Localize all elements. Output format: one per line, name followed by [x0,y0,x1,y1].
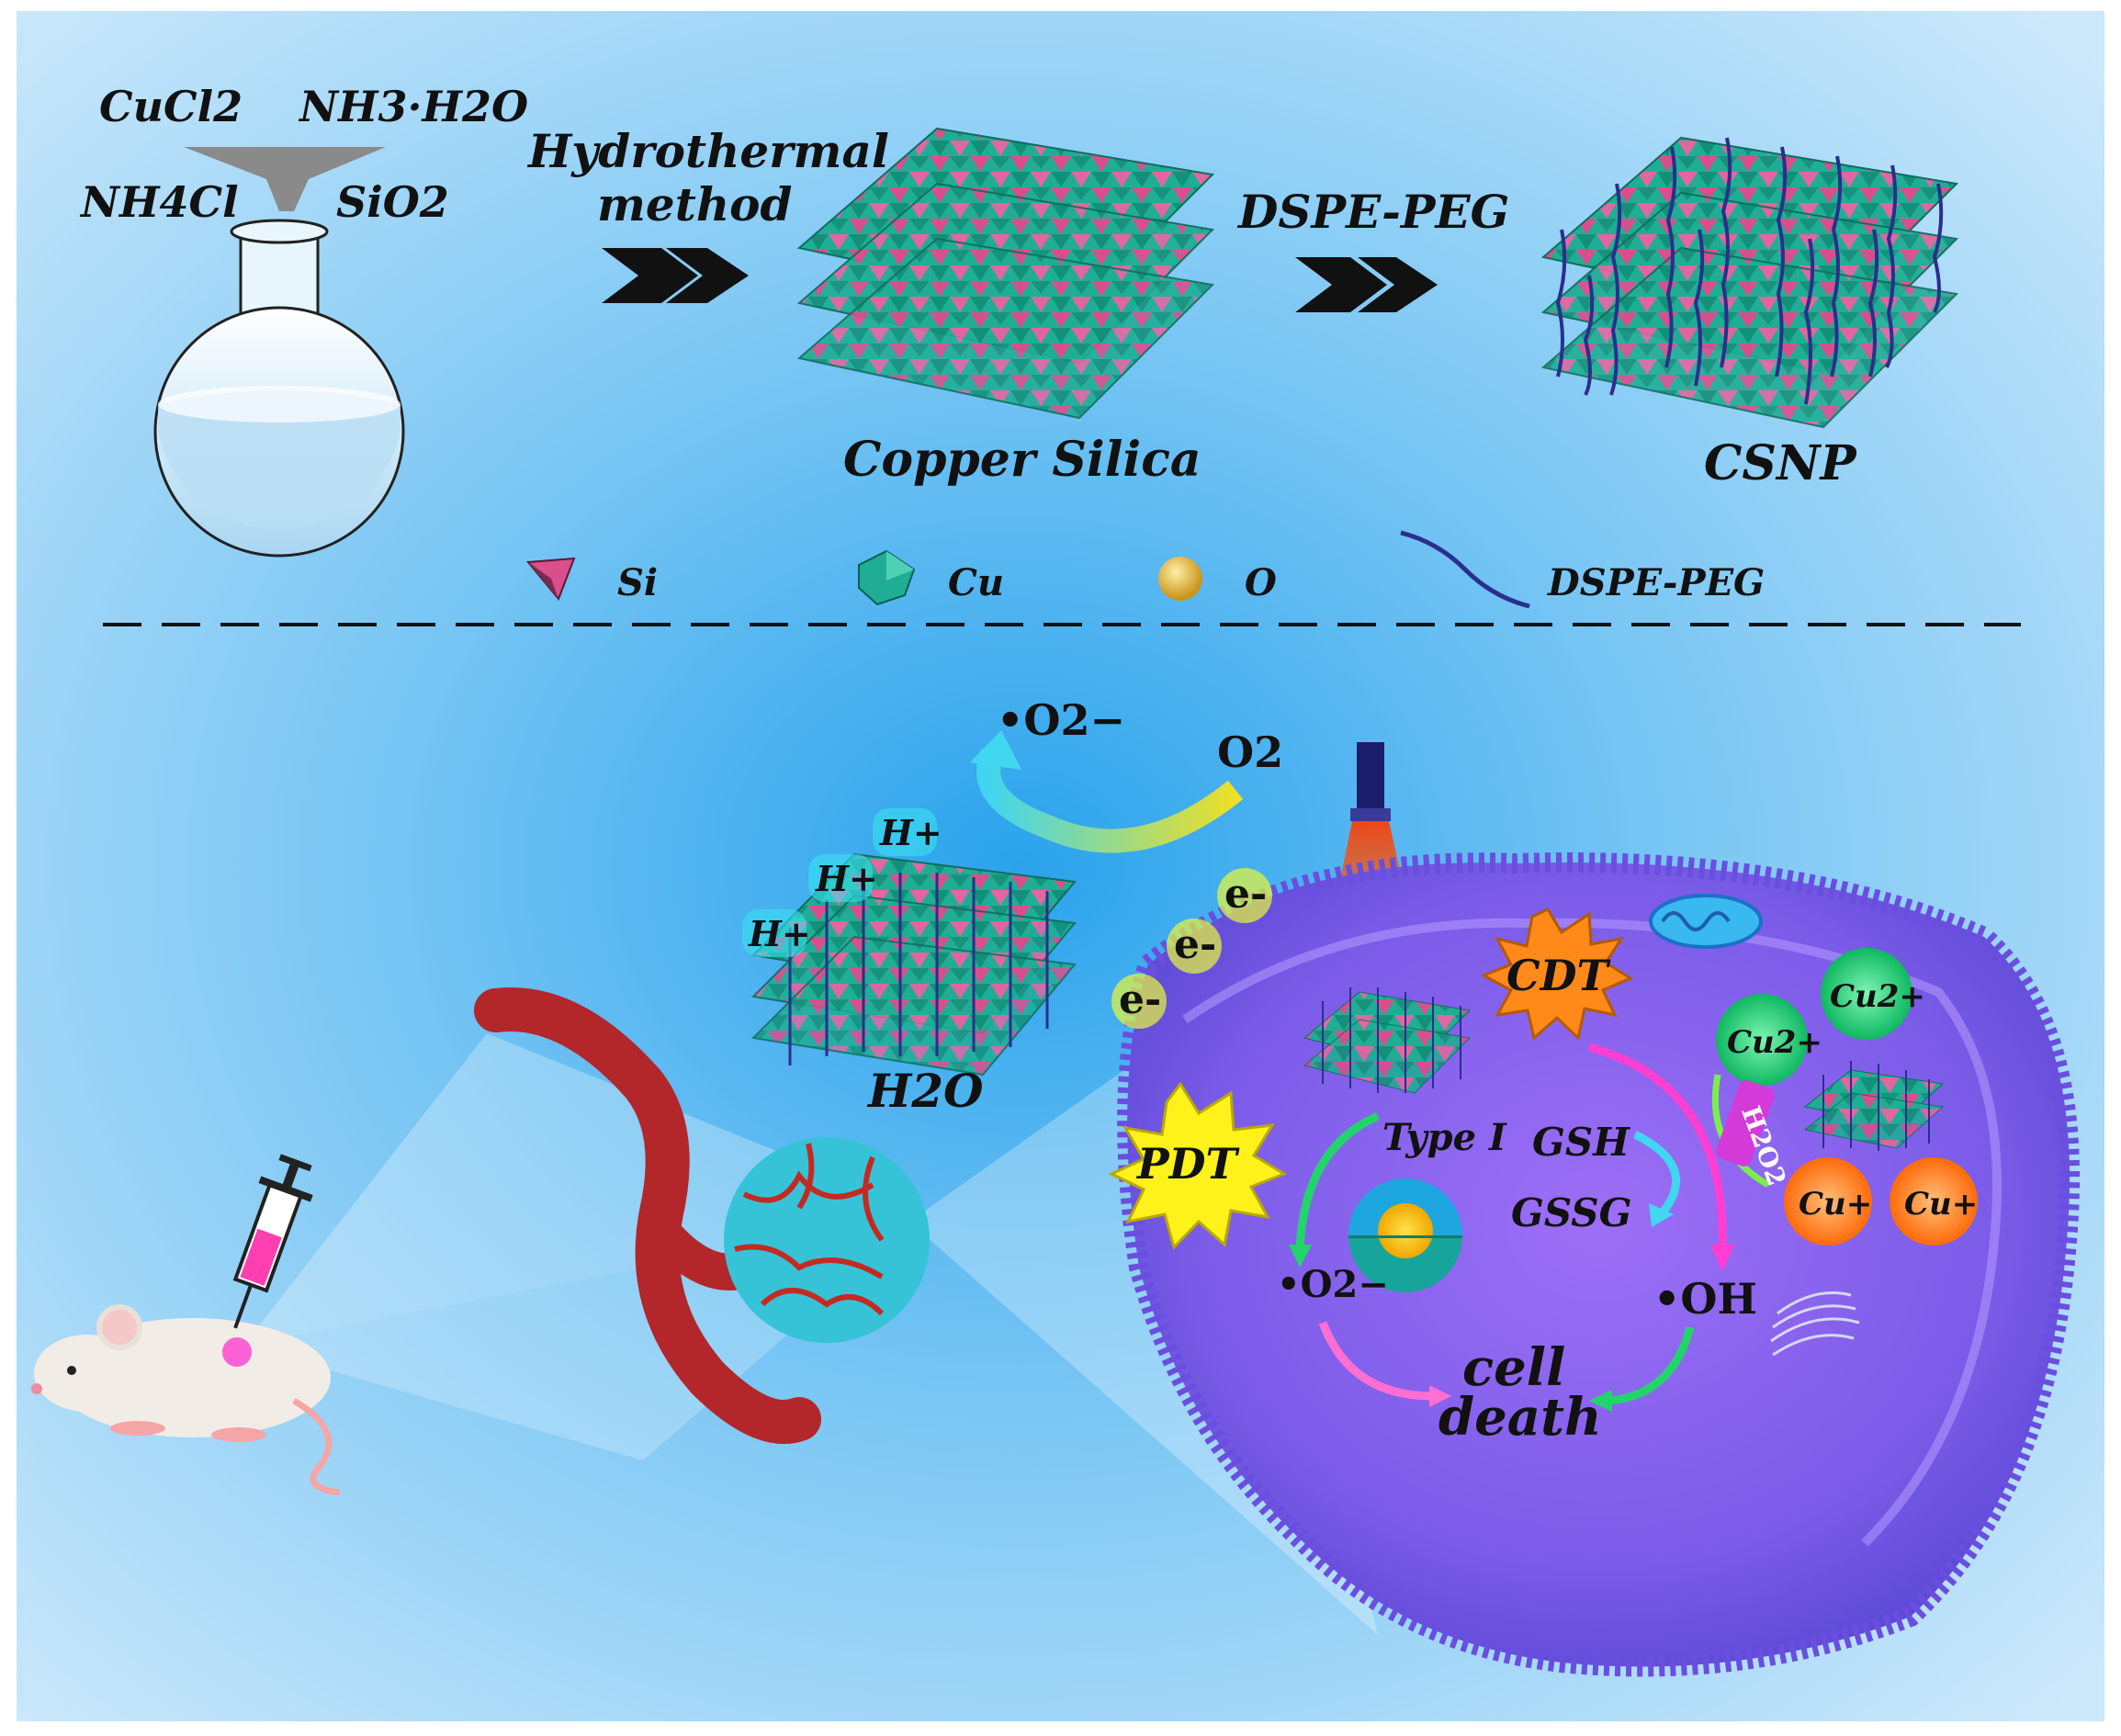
fenton-arrow [1587,1043,1727,1250]
copper-silica-lattice [796,127,1215,420]
cu1-ion: Cu+ [1890,1157,1978,1246]
intracellular-csnp [1303,987,1472,1094]
blood-vessel [474,987,821,1444]
superoxide-top-label: •O2− [997,695,1125,745]
type-i-label: Type I [1382,1116,1507,1159]
legend-peg-label: DSPE-PEG [1547,561,1765,604]
legend: Si Cu O DSPE-PEG [526,530,1765,609]
reagent-ammonia: NH3·H2O [298,82,528,131]
gssg-label: GSSG [1511,1190,1631,1235]
type-i-arrow [1295,1111,1380,1250]
core-shell-particle-icon [1348,1178,1462,1292]
tumor-mass [724,1137,930,1343]
hydroxyl-death-arrow [1607,1325,1695,1405]
mouse-illustration [31,1304,341,1496]
gsh-label: GSH [1532,1120,1630,1165]
golgi-icon [1770,1291,1860,1357]
h-plus-label: H+ [879,812,942,853]
superoxide-death-arrow [1318,1321,1434,1401]
method-label: method [597,177,792,231]
electron-group: e- e- e- [1111,868,1272,1029]
arrow-right-icon [1358,257,1438,312]
reagent-nh4cl: NH4Cl [79,177,239,227]
cu2-ion: Cu2+ [1821,948,1925,1040]
legend-o: O [1158,557,1277,604]
pdt-burst: PDT [1108,1081,1288,1250]
cu2-ion: Cu2+ [1716,994,1822,1086]
electron-label: e- [1174,921,1216,968]
reagent-cucl2: CuCl2 [99,82,243,131]
cu1-ion: Cu+ [1784,1157,1872,1246]
cell-death-label-1: cell [1462,1337,1565,1398]
electron-label: e- [1224,871,1267,918]
peg-chains [1555,137,1944,405]
intracellular-csnp-2 [1803,1061,1945,1151]
cdt-burst: CDT [1480,907,1634,1041]
csnp-lattice [1540,136,1959,429]
gsh-oxidation-arrow [1632,1130,1680,1215]
legend-peg: DSPE-PEG [1400,530,1765,609]
reagent-sio2: SiO2 [336,177,449,227]
copper-silica-label: Copper Silica [843,432,1202,488]
round-flask-icon [153,219,405,558]
legend-o-label: O [1245,561,1277,604]
legend-si: Si [526,557,658,604]
oxygen-label: O2 [1217,727,1283,777]
pdt-label: PDT [1135,1139,1240,1189]
csnp-label: CSNP [1704,435,1857,491]
legend-cu: Cu [858,549,1004,606]
oxygen-atom-icon [1158,557,1202,601]
legend-si-label: Si [617,561,658,604]
synthesis-section: CuCl2 NH3·H2O NH4Cl SiO2 Hydrothermal me… [79,82,1959,558]
cu2-label: Cu2+ [1727,1024,1822,1061]
dspe-peg-step-label: DSPE-PEG [1236,185,1509,239]
legend-cu-label: Cu [948,561,1004,604]
photocatalytic-csnp [750,852,1077,1077]
electron-label: e- [1119,976,1161,1023]
oxygen-reduction-arrow [976,749,1244,853]
h-plus-label: H+ [815,858,878,899]
hydrothermal-label: Hydrothermal [526,124,889,178]
cu2-label: Cu2+ [1830,978,1925,1015]
pour-funnel-icon [184,147,386,211]
hydroxyl-radical-label: •OH [1653,1274,1757,1324]
peg-chain-icon [1400,530,1530,609]
h-plus-group: H+ H+ H+ [742,808,942,957]
laser-source-icon [1357,742,1384,814]
cdt-label: CDT [1506,951,1612,1000]
water-label: H2O [866,1064,984,1118]
h-plus-label: H+ [748,913,811,954]
arrow-right-icon [602,248,698,303]
cell-death-label-2: death [1438,1387,1602,1448]
arrow-right-icon [666,248,749,303]
arrow-right-icon [1295,257,1387,312]
superoxide-product-label: •O2− [1277,1263,1389,1306]
cu1-label: Cu+ [1799,1186,1872,1223]
cu1-label: Cu+ [1904,1186,1978,1223]
syringe-icon [232,1154,313,1329]
